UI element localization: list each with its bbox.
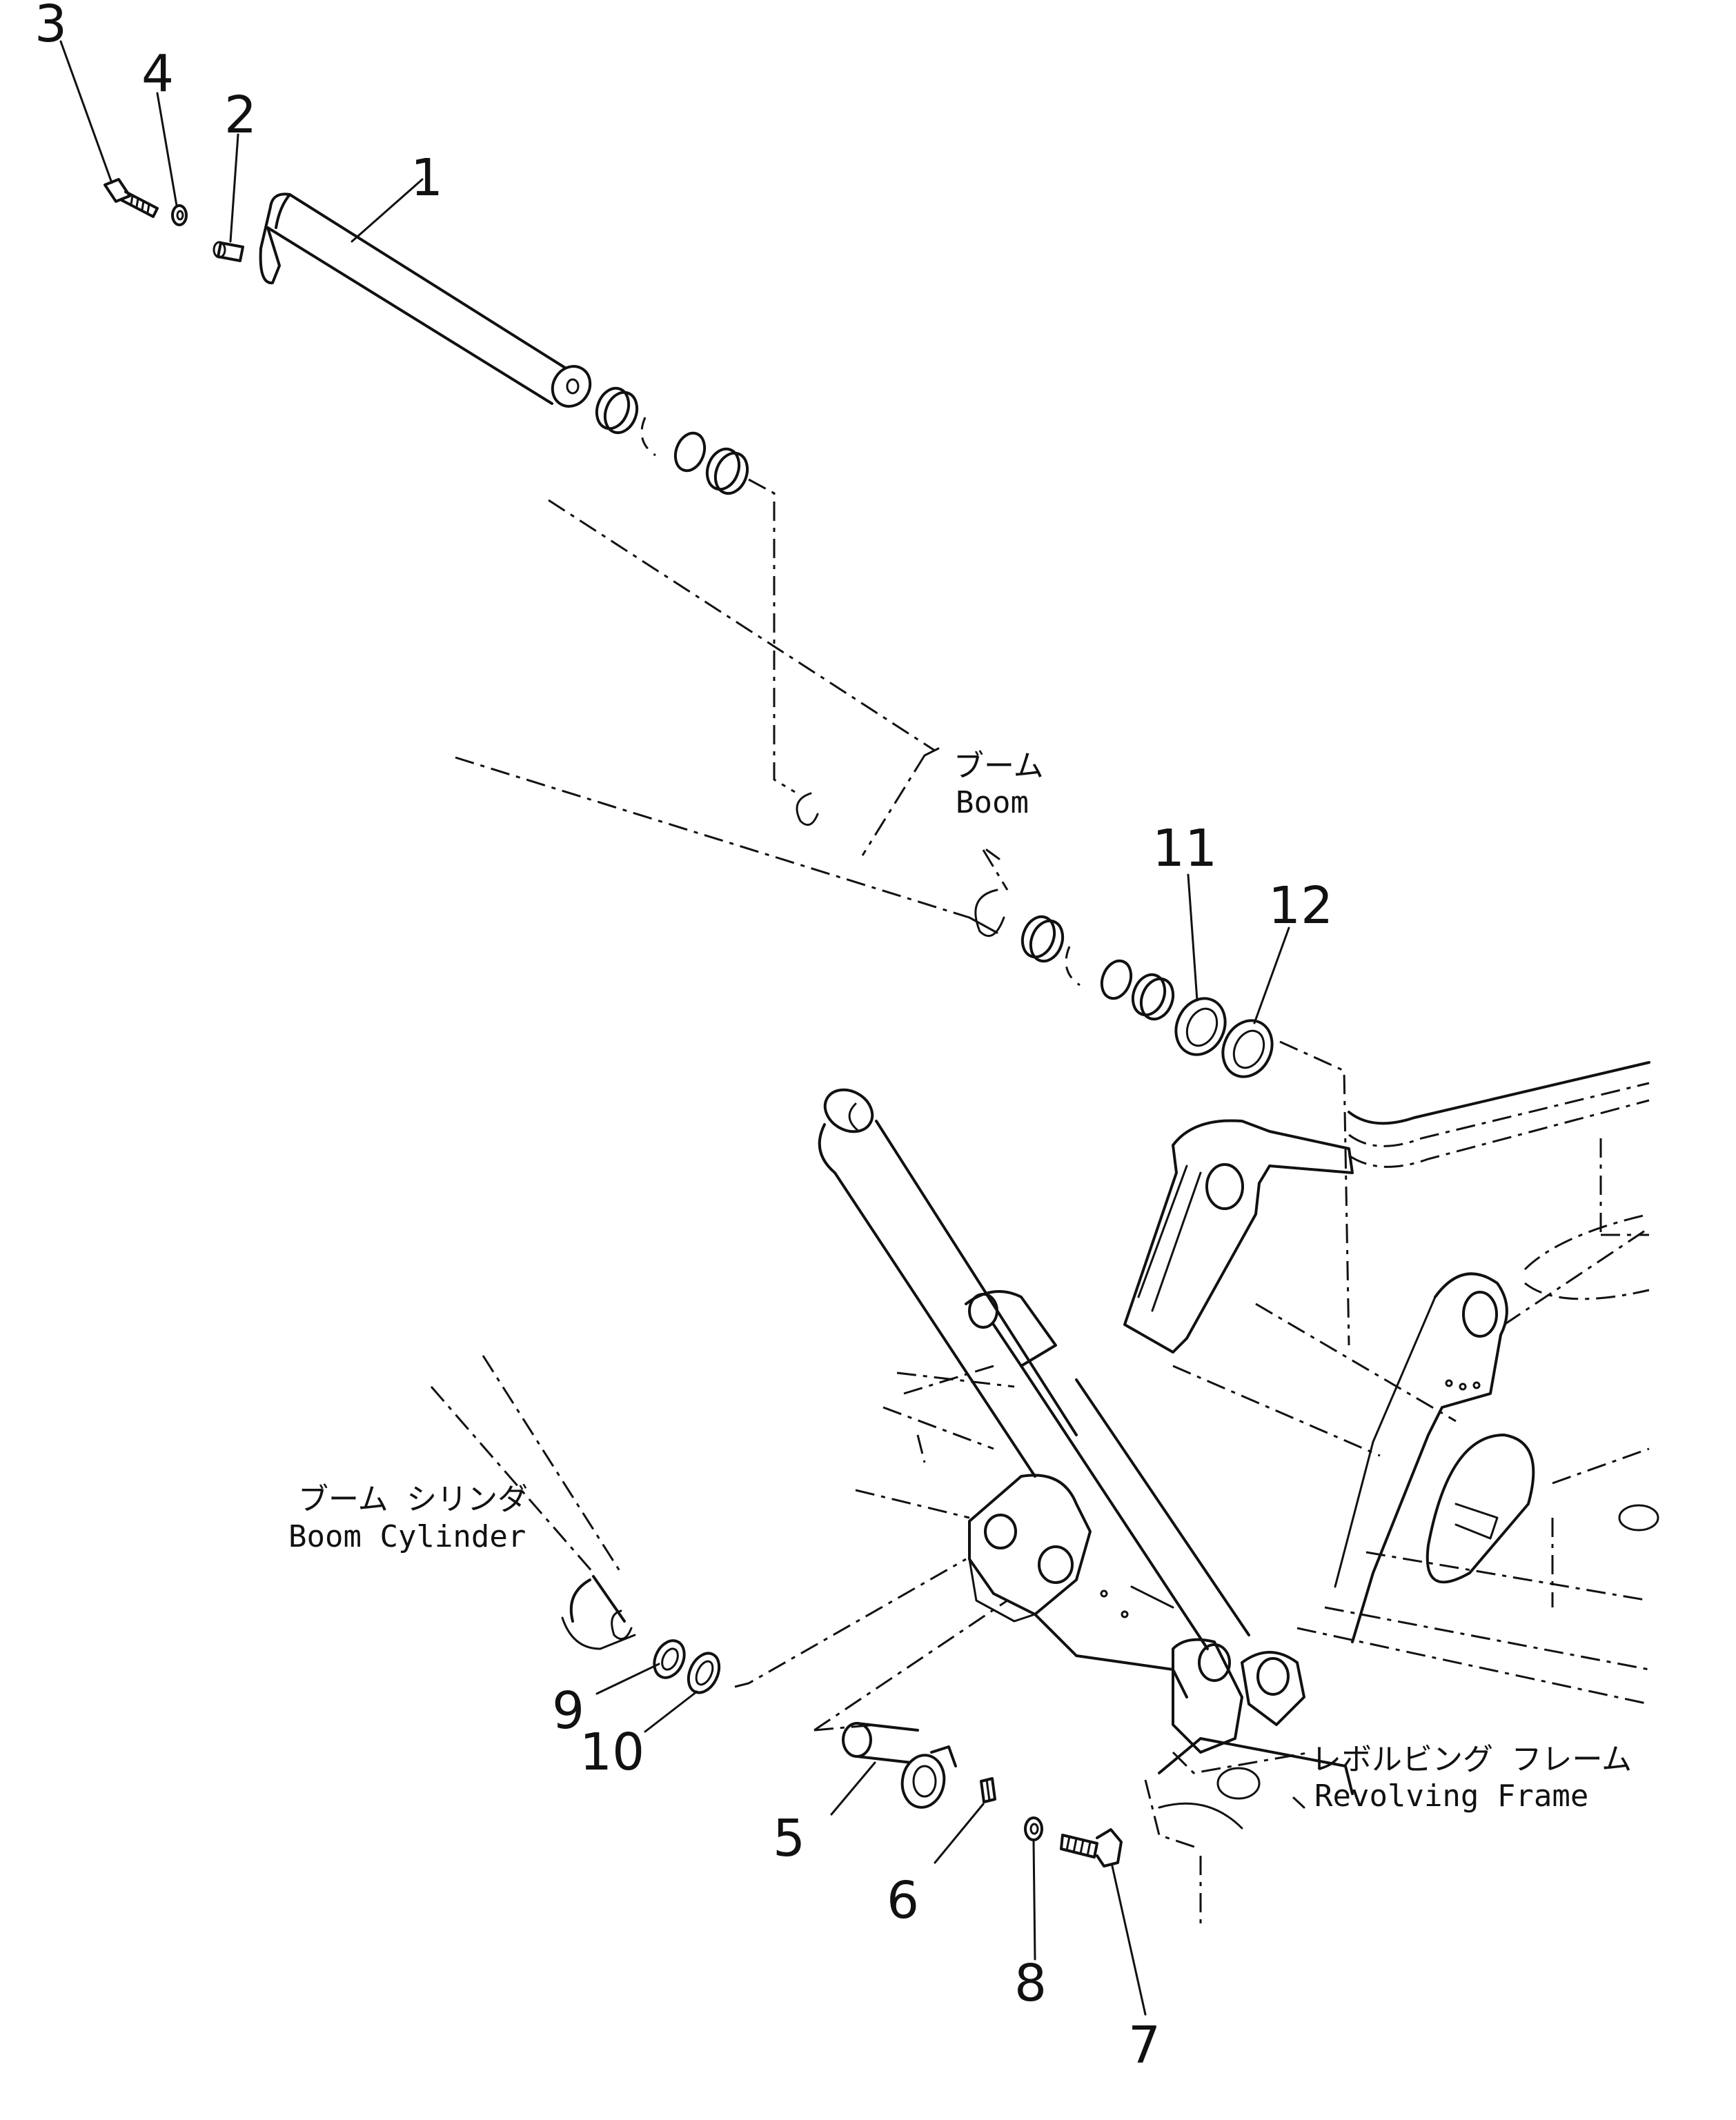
- boom-cylinder-phantom: [430, 1355, 636, 1650]
- shim-part-9: [653, 1639, 686, 1679]
- lock-plate-part-6: [980, 1777, 996, 1803]
- callout-4: 4: [141, 44, 174, 103]
- upper-bushings: [595, 386, 749, 495]
- boom-phantom: [455, 499, 1009, 938]
- revolving-frame-label-en: Revolving Frame: [1314, 1779, 1588, 1814]
- bolt-part-7: [1060, 1828, 1123, 1868]
- pin-part-5: [813, 1599, 1008, 1809]
- callout-5: 5: [773, 1809, 805, 1868]
- component-labels: ブーム Boom ブーム シリンダ Boom Cylinder レボルビング フ…: [288, 749, 1632, 1814]
- callout-1: 1: [411, 148, 443, 208]
- callout-6: 6: [887, 1871, 919, 1930]
- callout-11: 11: [1152, 819, 1217, 878]
- shim-part-12: [1221, 1019, 1274, 1078]
- lower-bushings: [1020, 915, 1175, 1021]
- boom-foot-pin-part-1: [259, 192, 592, 408]
- lower-centerline: [734, 1558, 967, 1688]
- shim-part-10: [687, 1652, 721, 1694]
- boom-label-jp: ブーム: [954, 749, 1044, 784]
- lock-sleeve-part-2: [213, 241, 244, 262]
- leader-lines: [59, 40, 1305, 2016]
- callout-numbers: 1 2 3 4 5 6 7 8 9 10 11 12: [34, 0, 1333, 2075]
- boom-cylinder-label-en: Boom Cylinder: [288, 1519, 526, 1554]
- callout-9: 9: [552, 1681, 584, 1741]
- bolt-part-3: [103, 178, 159, 218]
- callout-12: 12: [1268, 876, 1333, 935]
- callout-10: 10: [580, 1723, 644, 1782]
- boom-cylinder-label-jp: ブーム シリンダ: [298, 1482, 528, 1517]
- upper-centerline: [748, 478, 796, 793]
- revolving-frame: [818, 1061, 1659, 1925]
- revolving-frame-label-jp: レボルビング フレーム: [1311, 1742, 1632, 1777]
- callout-7: 7: [1128, 2016, 1161, 2075]
- shim-part-11: [1174, 997, 1227, 1056]
- callout-8: 8: [1014, 1954, 1047, 2013]
- washer-part-4: [171, 204, 188, 226]
- washer-part-8: [1024, 1816, 1043, 1841]
- callout-3: 3: [34, 0, 67, 54]
- callout-2: 2: [224, 86, 257, 145]
- shim-centerline: [1279, 1040, 1350, 1346]
- boom-label-en: Boom: [956, 785, 1029, 820]
